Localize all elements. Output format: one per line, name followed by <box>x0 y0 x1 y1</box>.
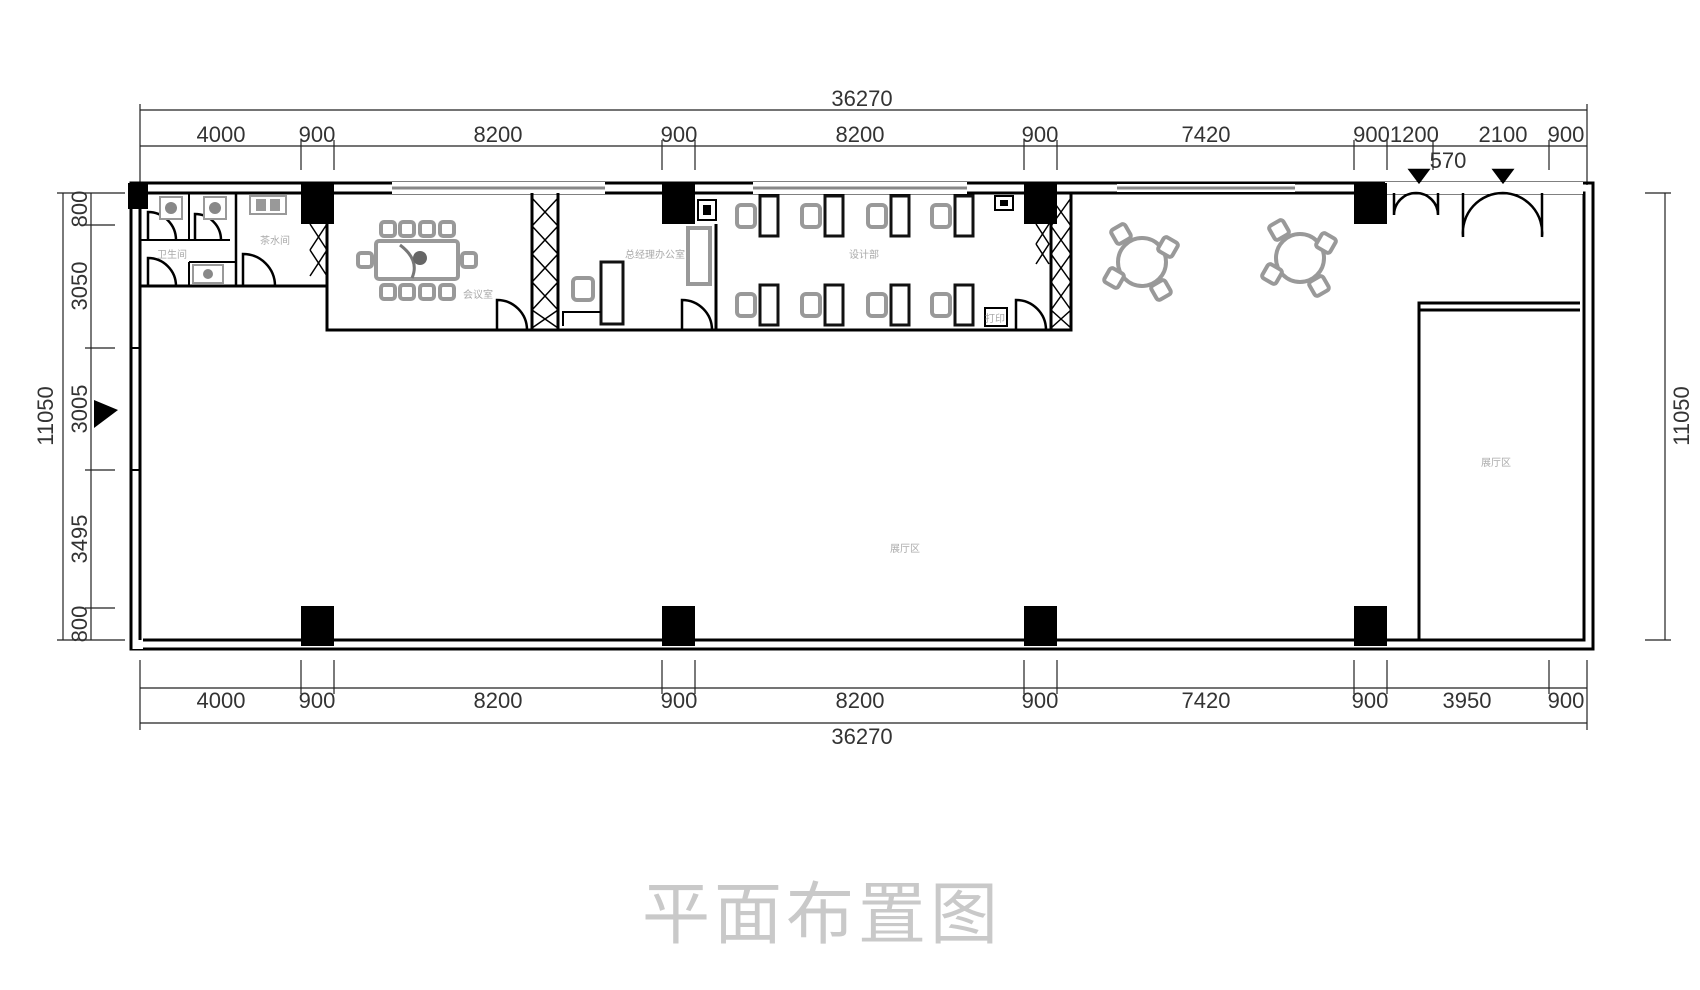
left-dim-3: 3005 <box>67 385 92 434</box>
top-dimensions: 36270 4000 900 8200 900 8200 900 7420 90… <box>139 86 1588 185</box>
bottom-dim-5: 8200 <box>836 688 885 713</box>
round-table-1 <box>1102 222 1180 302</box>
label-meeting: 会议室 <box>463 288 493 301</box>
label-exhibition-side: 展厅区 <box>1481 457 1511 469</box>
top-dim-extra: 570 <box>1430 148 1467 173</box>
left-entry-marker <box>94 400 118 428</box>
columns <box>128 183 1387 646</box>
top-dim-10: 900 <box>1548 122 1585 147</box>
design-desks <box>735 194 1014 327</box>
restroom-fixtures <box>159 195 287 284</box>
manager-office-furniture <box>562 199 717 326</box>
top-dim-2: 900 <box>299 122 336 147</box>
bottom-dim-7: 7420 <box>1182 688 1231 713</box>
left-dimensions: 11050 800 3050 3005 3495 800 <box>33 191 140 643</box>
label-print: 打印 <box>985 312 1005 325</box>
top-dim-6: 900 <box>1022 122 1059 147</box>
bottom-dim-9: 3950 <box>1443 688 1492 713</box>
top-dim-3: 8200 <box>474 122 523 147</box>
top-dim-1: 4000 <box>197 122 246 147</box>
top-dim-8: 9001200 <box>1353 122 1439 147</box>
bottom-dimensions: 4000 900 8200 900 8200 900 7420 900 3950… <box>139 660 1588 749</box>
bottom-overall-dim: 36270 <box>831 724 892 749</box>
right-overall-dim: 11050 <box>1669 386 1694 446</box>
round-table-2 <box>1260 218 1338 298</box>
top-dim-7: 7420 <box>1182 122 1231 147</box>
left-dim-2: 3050 <box>67 262 92 311</box>
label-exhibition-main: 展厅区 <box>890 543 920 555</box>
label-tea-room: 茶水间 <box>260 234 290 247</box>
bottom-dim-4: 900 <box>661 688 698 713</box>
left-dim-4: 3495 <box>67 515 92 564</box>
bottom-dim-6: 900 <box>1022 688 1059 713</box>
left-overall-dim: 11050 <box>33 386 58 446</box>
drawing-title: 平面布置图 <box>642 876 1002 955</box>
top-windows <box>392 182 1583 194</box>
top-overall-dim: 36270 <box>831 86 892 111</box>
meeting-table <box>356 220 478 301</box>
label-restroom: 卫生间 <box>157 248 187 261</box>
bottom-dim-3: 8200 <box>474 688 523 713</box>
outer-walls <box>94 181 1595 651</box>
top-dim-4: 900 <box>661 122 698 147</box>
left-dim-5: 800 <box>67 606 92 643</box>
bottom-dim-8: 900 <box>1352 688 1389 713</box>
left-dim-1: 800 <box>67 191 92 228</box>
right-dimensions: 11050 <box>1645 192 1694 641</box>
label-manager: 总经理办公室 <box>625 248 685 261</box>
doors <box>146 168 1544 640</box>
bottom-dim-2: 900 <box>299 688 336 713</box>
hatched-partitions <box>309 197 1072 329</box>
top-dim-5: 8200 <box>836 122 885 147</box>
bottom-dim-10: 900 <box>1548 688 1585 713</box>
top-dim-9: 2100 <box>1479 122 1528 147</box>
bottom-dim-1: 4000 <box>197 688 246 713</box>
label-design: 设计部 <box>849 248 879 261</box>
